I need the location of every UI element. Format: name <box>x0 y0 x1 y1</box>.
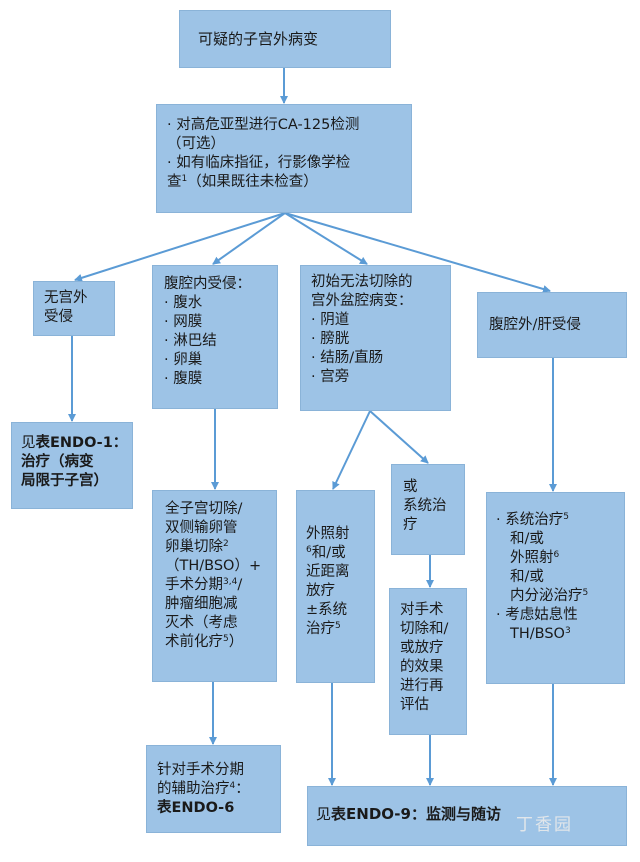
intra-item: · 腹水 <box>164 295 203 311</box>
reeval-line-2: 切除和/ <box>400 621 449 637</box>
intra-title: 腹腔内受侵： <box>164 276 251 292</box>
arrow-pelvic-to-systemic <box>369 410 429 464</box>
ebrt-line-1: 外照射 <box>306 526 350 542</box>
workup-line-2: （可选） <box>167 136 225 152</box>
workup-line-1: · 对高危亚型进行CA-125检测 <box>167 117 360 133</box>
extra-abdominal-disease-box: 腹腔外/肝受侵 <box>477 292 627 358</box>
extratx-line-2: 和/或 <box>510 531 544 547</box>
intra-item: · 网膜 <box>164 314 203 330</box>
pelvic-item: · 宫旁 <box>311 369 350 385</box>
endo9-reference-box: 见表ENDO-9：监测与随访 <box>307 786 627 846</box>
pelvic-line-1: 初始无法切除的 <box>311 274 413 290</box>
surgery-line-5: 手术分期3,4/ <box>165 577 243 593</box>
surgery-line-1: 全子宫切除/ <box>165 501 243 517</box>
unresectable-pelvic-disease-box: 初始无法切除的 宫外盆腔病变： · 阴道 · 膀胱 · 结肠/直肠 · 宫旁 <box>300 265 451 411</box>
reeval-line-1: 对手术 <box>400 602 444 618</box>
ebrt-line-6: 治疗5 <box>306 621 341 637</box>
workup-line-4: 查1（如果既往未检查） <box>167 174 318 190</box>
intra-item: · 卵巢 <box>164 352 203 368</box>
ebrt-line-4: 放疗 <box>306 583 335 599</box>
systemic-line-1: 或 <box>403 479 418 495</box>
adjuvant-line-2: 的辅助治疗4： <box>157 781 250 797</box>
no-extrauterine-spread-box: 无宫外 受侵 <box>33 281 115 336</box>
workup-line-3: · 如有临床指征，行影像学检 <box>167 155 351 171</box>
surgery-line-3: 卵巢切除2 <box>165 539 229 555</box>
arrow-workup-to-intra <box>212 212 286 265</box>
reeval-line-4: 的效果 <box>400 659 444 675</box>
ebrt-line-3: 近距离 <box>306 564 350 580</box>
reeval-line-3: 或放疗 <box>400 640 444 656</box>
ebrt-box: 外照射 6和/或 近距离 放疗 ±系统 治疗5 <box>296 490 375 683</box>
arrow-workup-to-nospread <box>74 212 286 282</box>
extra-abdominal-treatment-box: · 系统治疗5 和/或 外照射6 和/或 内分泌治疗5 · 考虑姑息性 TH/B… <box>486 492 625 684</box>
adjuvant-line-1: 针对手术分期 <box>157 762 244 778</box>
suspected-extrauterine-disease-box: 可疑的子宫外病变 <box>179 10 391 68</box>
reeval-line-5: 进行再 <box>400 678 444 694</box>
intra-item: · 腹膜 <box>164 371 203 387</box>
adjuvant-line-3: 表ENDO-6 <box>157 800 235 816</box>
intra-item: · 淋巴结 <box>164 333 217 349</box>
arrow-workup-to-pelvic <box>284 212 368 265</box>
workup-box: · 对高危亚型进行CA-125检测 （可选） · 如有临床指征，行影像学检 查1… <box>156 104 412 213</box>
pelvic-item: · 阴道 <box>311 312 350 328</box>
surgery-line-6: 肿瘤细胞减 <box>165 596 238 612</box>
adjuvant-therapy-box: 针对手术分期 的辅助治疗4： 表ENDO-6 <box>146 745 281 833</box>
pelvic-item: · 膀胱 <box>311 331 350 347</box>
endo1-reference-box: 见表ENDO-1： 治疗（病变 局限于子宫） <box>11 422 133 509</box>
ebrt-line-2: 6和/或 <box>306 545 346 561</box>
surgery-line-7: 灭术（考虑 <box>165 615 238 631</box>
pelvic-line-2: 宫外盆腔病变： <box>311 293 413 309</box>
intra-abdominal-disease-box: 腹腔内受侵： · 腹水 · 网膜 · 淋巴结 · 卵巢 · 腹膜 <box>152 265 278 409</box>
surgery-box: 全子宫切除/ 双侧输卵管 卵巢切除2 （TH/BSO）+ 手术分期3,4/ 肿瘤… <box>152 490 277 682</box>
watermark-logo: 丁香园 <box>516 815 573 835</box>
extratx-line-3: 外照射6 <box>510 550 560 566</box>
ebrt-line-5: ±系统 <box>306 602 348 618</box>
reeval-line-6: 评估 <box>400 697 429 713</box>
surgery-line-2: 双侧输卵管 <box>165 520 238 536</box>
arrow-workup-to-extra <box>284 212 551 293</box>
start-text: 可疑的子宫外病变 <box>198 30 319 48</box>
surgery-line-8: 术前化疗5） <box>165 634 244 650</box>
extratx-line-5: 内分泌治疗5 <box>510 588 589 604</box>
surgery-line-4: （TH/BSO）+ <box>165 558 262 574</box>
endo1-line-3: 局限于子宫） <box>21 473 108 489</box>
extratx-line-1: · 系统治疗5 <box>496 512 569 528</box>
pelvic-item: · 结肠/直肠 <box>311 350 384 366</box>
extratx-line-4: 和/或 <box>510 569 544 585</box>
extratx-line-6: · 考虑姑息性 <box>496 607 578 623</box>
reevaluate-box: 对手术 切除和/ 或放疗 的效果 进行再 评估 <box>389 588 467 735</box>
endo1-line-2: 治疗（病变 <box>21 454 94 470</box>
systemic-line-2: 系统治 <box>403 498 447 514</box>
systemic-line-3: 疗 <box>403 517 418 533</box>
arrow-pelvic-to-ebrt <box>332 410 371 490</box>
no-spread-line-1: 无宫外 <box>44 290 88 306</box>
systemic-therapy-box: 或 系统治 疗 <box>391 464 465 555</box>
endo9-text: 见表ENDO-9：监测与随访 <box>316 805 501 823</box>
extra-text: 腹腔外/肝受侵 <box>489 317 581 333</box>
extratx-line-7: TH/BSO3 <box>510 626 571 642</box>
endo1-line-1: 见表ENDO-1： <box>21 435 128 451</box>
no-spread-line-2: 受侵 <box>44 309 73 325</box>
